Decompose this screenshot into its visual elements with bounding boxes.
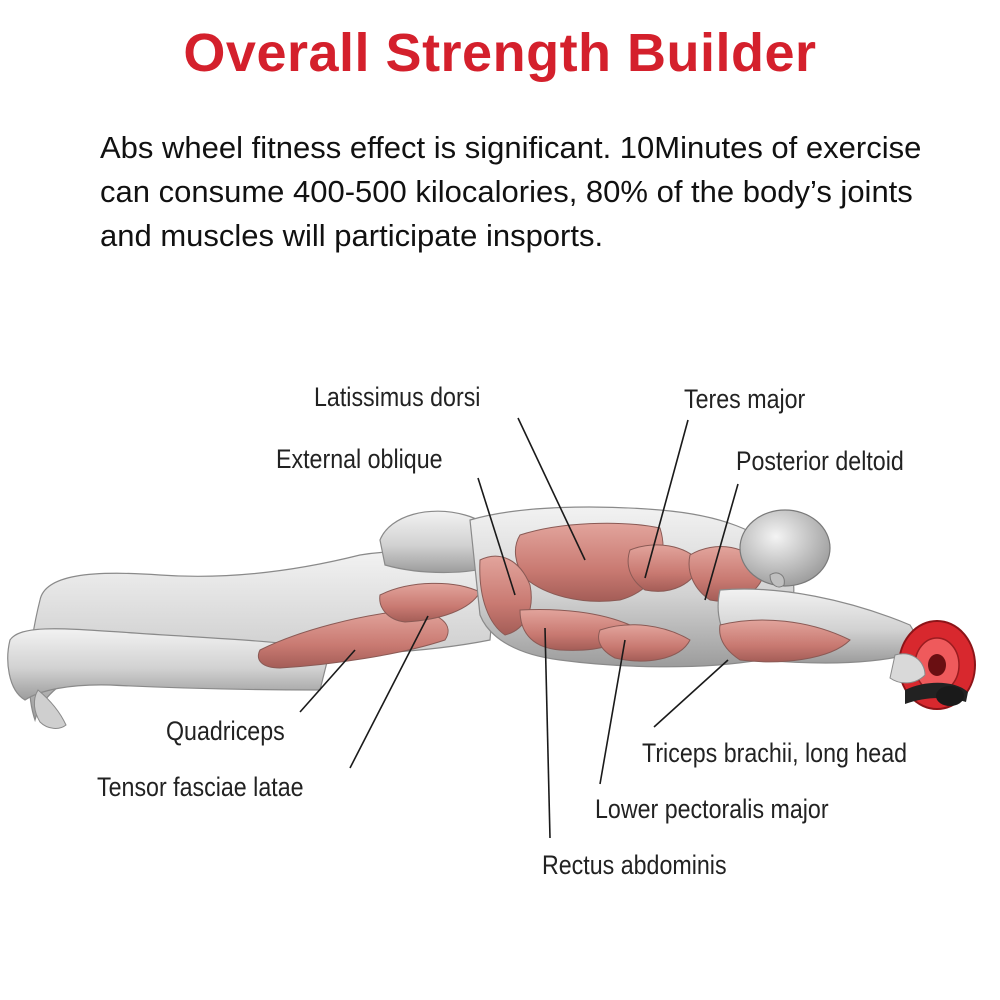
label-rectus-abdominis: Rectus abdominis: [542, 850, 727, 880]
label-external-oblique: External oblique: [276, 444, 443, 474]
lower-pectoralis-shape: [598, 624, 691, 662]
leader-lines: [299, 417, 739, 839]
head-shape: [739, 509, 831, 587]
label-quadriceps: Quadriceps: [166, 716, 285, 746]
label-teres-major: Teres major: [684, 384, 806, 414]
ear-shape: [769, 572, 785, 588]
quadriceps-shape: [257, 609, 449, 669]
label-triceps-brachii-long-head: Triceps brachii, long head: [642, 738, 908, 768]
label-posterior-deltoid: Posterior deltoid: [736, 446, 904, 476]
intro-text: Abs wheel fitness effect is significant.…: [100, 126, 980, 258]
label-lower-pectoralis-major: Lower pectoralis major: [595, 794, 829, 824]
teres-major-shape: [627, 544, 701, 592]
label-latissimus-dorsi: Latissimus dorsi: [314, 382, 481, 412]
triceps-shape: [719, 619, 851, 663]
intro-line: Abs wheel fitness effect is significant.…: [100, 130, 922, 165]
intro-line: can consume 400-500 kilocalories, 80% of…: [100, 174, 913, 209]
tensor-fasciae-latae-shape: [379, 582, 481, 623]
shin-shape: [7, 628, 331, 701]
foot-shape: [33, 689, 67, 729]
page-title: Overall Strength Builder: [183, 23, 817, 83]
intro-line: and muscles will participate insports.: [100, 218, 604, 253]
hand-shape: [889, 653, 926, 684]
label-tensor-fasciae-latae: Tensor fasciae latae: [97, 772, 304, 802]
